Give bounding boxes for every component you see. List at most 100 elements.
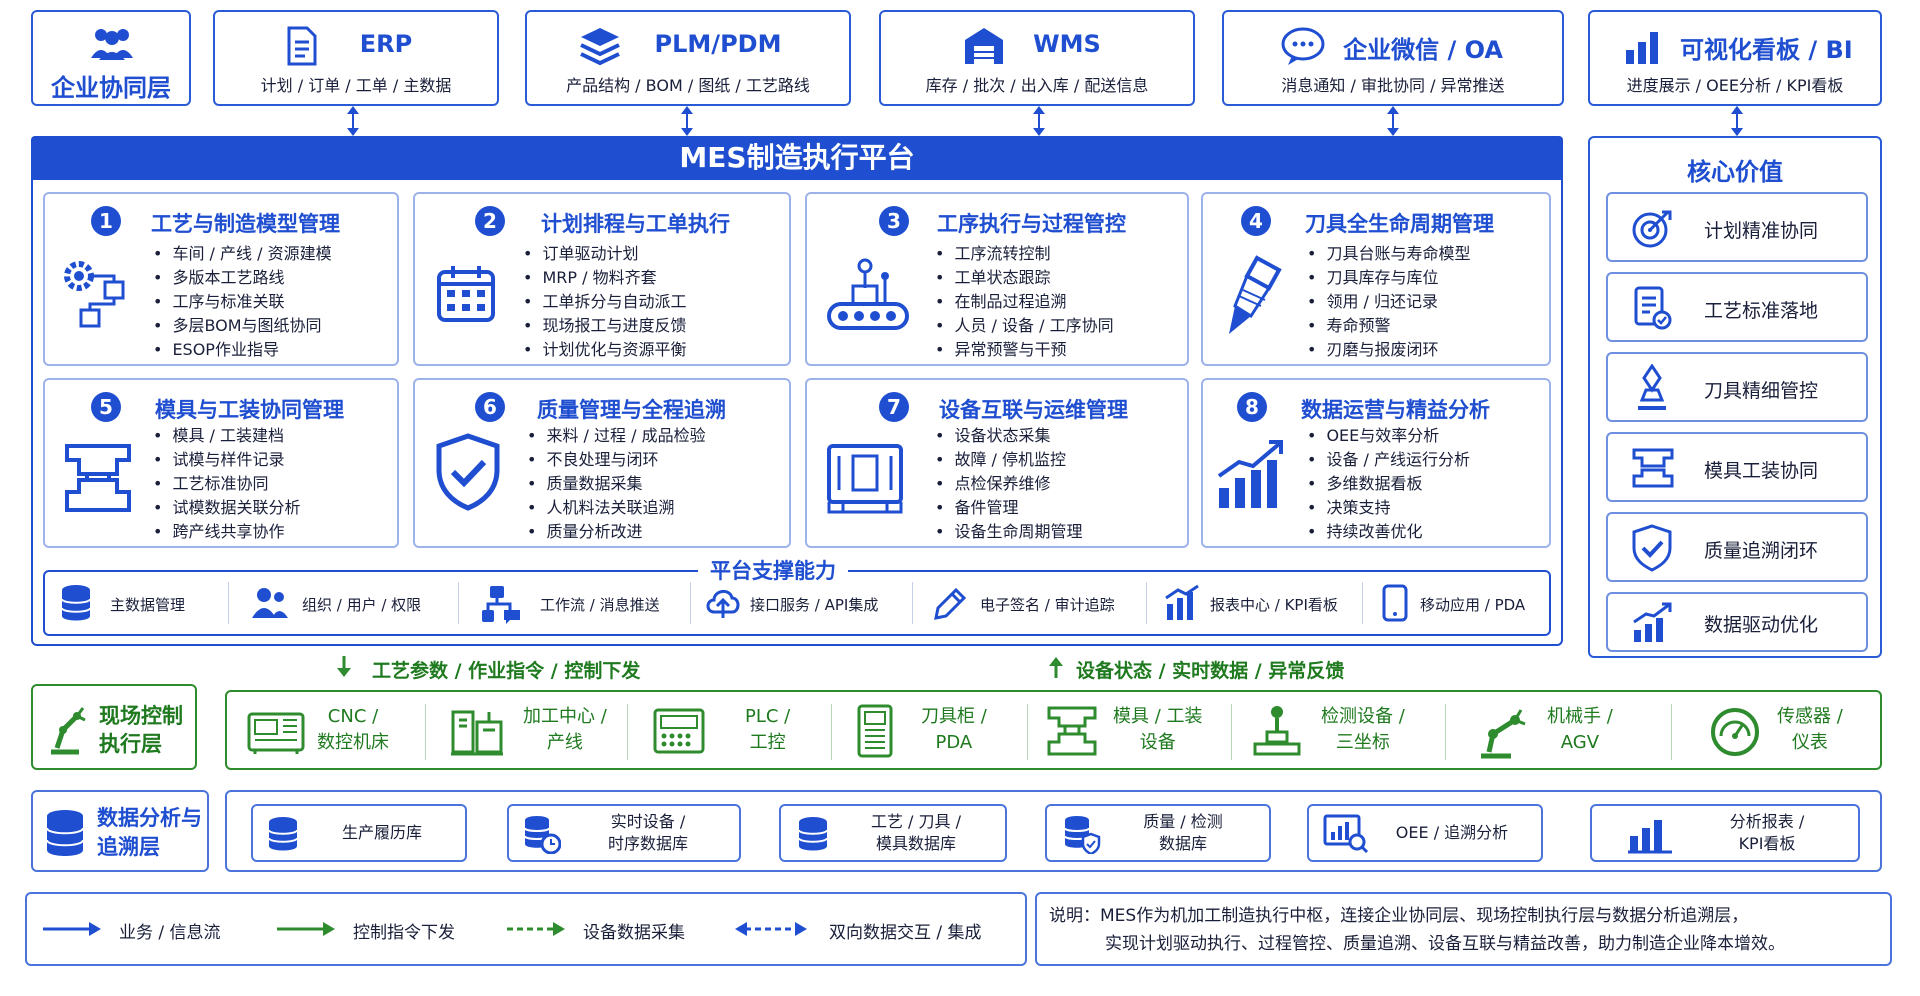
db-label: 分析报表 / KPI看板 [1688, 811, 1846, 855]
device-label: 传感器 / 仪表 [1777, 704, 1843, 756]
robot-arm-icon [43, 702, 87, 756]
list-item: 计划优化与资源平衡 [523, 338, 686, 362]
list-item: 寿命预警 [1307, 314, 1470, 338]
bidirectional-dashed-arrow-icon [733, 920, 809, 938]
device-label-line: 数控机床 [317, 732, 389, 753]
divider [228, 582, 229, 624]
device-label-line: 传感器 / [1777, 706, 1843, 727]
system-subtitle: 进度展示 / OEE分析 / KPI看板 [1626, 76, 1844, 95]
db-label-line: OEE / 追溯分析 [1395, 823, 1509, 842]
dashed-arrow-green-icon [507, 920, 567, 938]
device-label-line: PDA [935, 732, 973, 753]
legend-label: 双向数据交互 / 集成 [829, 923, 982, 943]
note-line: 实现计划驱动执行、过程管控、质量追溯、设备互联与精益改善，助力制造企业降本增效。 [1105, 934, 1785, 954]
robot-arm-icon [1471, 704, 1527, 760]
db-label-line: 实时设备 / [610, 812, 686, 831]
system-subtitle: 消息通知 / 审批协同 / 异常推送 [1281, 76, 1505, 95]
device-label-line: 加工中心 / [523, 706, 607, 727]
db-label: OEE / 追溯分析 [1375, 822, 1529, 844]
list-item: 在制品过程追溯 [935, 290, 1114, 314]
module-card-8: 8 数据运营与精益分析 OEE与效率分析 设备 / 产线运行分析 多维数据看板 … [1201, 378, 1551, 548]
support-item: 接口服务 / API集成 [750, 596, 879, 614]
database-shield-icon [1063, 814, 1101, 854]
list-item: 跨产线共享协作 [153, 520, 300, 544]
module-title: 刀具全生命周期管理 [1305, 212, 1494, 236]
support-item: 工作流 / 消息推送 [540, 596, 660, 614]
system-title: 企业微信 / OA [1343, 36, 1503, 64]
list-item: 刃磨与报废闭环 [1307, 338, 1470, 362]
divider [1445, 704, 1446, 760]
list-item: 工单状态跟踪 [935, 266, 1114, 290]
system-subtitle: 库存 / 批次 / 出入库 / 配送信息 [925, 76, 1149, 95]
db-label-line: 工艺 / 刀具 / [870, 812, 962, 831]
module-card-6: 6 质量管理与全程追溯 来料 / 过程 / 成品检验 不良处理与闭环 质量数据采… [413, 378, 791, 548]
system-card-erp: ERP 计划 / 订单 / 工单 / 主数据 [213, 10, 499, 106]
list-item: 模具 / 工装建档 [153, 424, 300, 448]
list-item: OEE与效率分析 [1307, 424, 1470, 448]
device-label: CNC / 数控机床 [317, 704, 389, 756]
control-layer-title: 现场控制 执行层 [99, 702, 183, 758]
list-item: 决策支持 [1307, 496, 1470, 520]
note-text: 说明：MES作为机加工制造执行中枢，连接企业协同层、现场控制执行层与数据分析追溯… [1049, 902, 1882, 958]
device-label-line: CNC / [327, 706, 379, 727]
db-card: 分析报表 / KPI看板 [1590, 804, 1860, 862]
machining-center-icon [449, 704, 505, 758]
device-label-line: 三坐标 [1335, 732, 1390, 753]
bidirectional-arrow [681, 106, 693, 136]
device-label-line: PLC / [745, 706, 791, 727]
support-item: 电子签名 / 审计追踪 [980, 596, 1115, 614]
gear-flow-icon [59, 256, 135, 332]
module-items: 订单驱动计划 MRP / 物料齐套 工单拆分与自动派工 现场报工与进度反馈 计划… [523, 242, 686, 362]
system-card-wechat-oa: 企业微信 / OA 消息通知 / 审批协同 / 异常推送 [1222, 10, 1564, 106]
core-value-label: 工艺标准落地 [1704, 300, 1819, 322]
module-title: 计划排程与工单执行 [541, 212, 730, 236]
divider [831, 704, 832, 760]
db-card: 工艺 / 刀具 / 模具数据库 [779, 804, 1007, 862]
module-title: 质量管理与全程追溯 [537, 398, 726, 422]
users-icon [250, 586, 290, 620]
list-item: 试模与样件记录 [153, 448, 300, 472]
list-item: 工序流转控制 [935, 242, 1114, 266]
mold-icon [1630, 446, 1676, 490]
signature-icon [932, 586, 968, 622]
cutting-tool-icon [1217, 254, 1287, 338]
cnc-icon [247, 708, 305, 756]
analysis-icon [1323, 814, 1369, 854]
system-title: PLM/PDM [654, 30, 782, 58]
core-value-item: 计划精准协同 [1606, 192, 1868, 262]
list-item: 持续改善优化 [1307, 520, 1470, 544]
list-item: 多版本工艺路线 [153, 266, 332, 290]
down-arrow-icon [336, 656, 352, 678]
device-label: 加工中心 / 产线 [523, 704, 607, 756]
list-item: MRP / 物料齐套 [523, 266, 686, 290]
list-item: 备件管理 [935, 496, 1082, 520]
mobile-icon [1382, 584, 1408, 622]
plc-icon [653, 708, 705, 754]
system-subtitle: 计划 / 订单 / 工单 / 主数据 [260, 76, 452, 95]
bidirectional-arrow [1731, 106, 1743, 136]
legend-box: 业务 / 信息流 控制指令下发 设备数据采集 双向数据交互 / 集成 [25, 892, 1027, 966]
module-items: 来料 / 过程 / 成品检验 不良处理与闭环 质量数据采集 人机料法关联追溯 质… [527, 424, 705, 544]
core-value-item: 工艺标准落地 [1606, 272, 1868, 342]
core-value-label: 计划精准协同 [1704, 220, 1819, 242]
module-number: 3 [879, 206, 909, 236]
list-item: 设备生命周期管理 [935, 520, 1082, 544]
title-line: 执行层 [99, 732, 162, 756]
module-number: 1 [91, 206, 121, 236]
list-item: 刀具台账与寿命模型 [1307, 242, 1470, 266]
divider [1146, 582, 1147, 624]
module-title: 设备互联与运维管理 [939, 398, 1128, 422]
list-item: 车间 / 产线 / 资源建模 [153, 242, 331, 266]
divider [425, 704, 426, 760]
divider [1027, 704, 1028, 760]
core-value-title: 核心价值 [1687, 158, 1783, 186]
shield-check-icon [435, 432, 501, 512]
legend-label: 设备数据采集 [583, 923, 685, 943]
list-item: 工单拆分与自动派工 [523, 290, 686, 314]
db-label: 工艺 / 刀具 / 模具数据库 [839, 811, 993, 855]
collab-layer-card: 企业协同层 [31, 10, 191, 106]
module-items: 模具 / 工装建档 试模与样件记录 工艺标准协同 试模数据关联分析 跨产线共享协… [153, 424, 300, 544]
core-value-label: 刀具精细管控 [1704, 380, 1819, 402]
module-number: 8 [1237, 392, 1267, 422]
mold-icon [61, 440, 135, 516]
